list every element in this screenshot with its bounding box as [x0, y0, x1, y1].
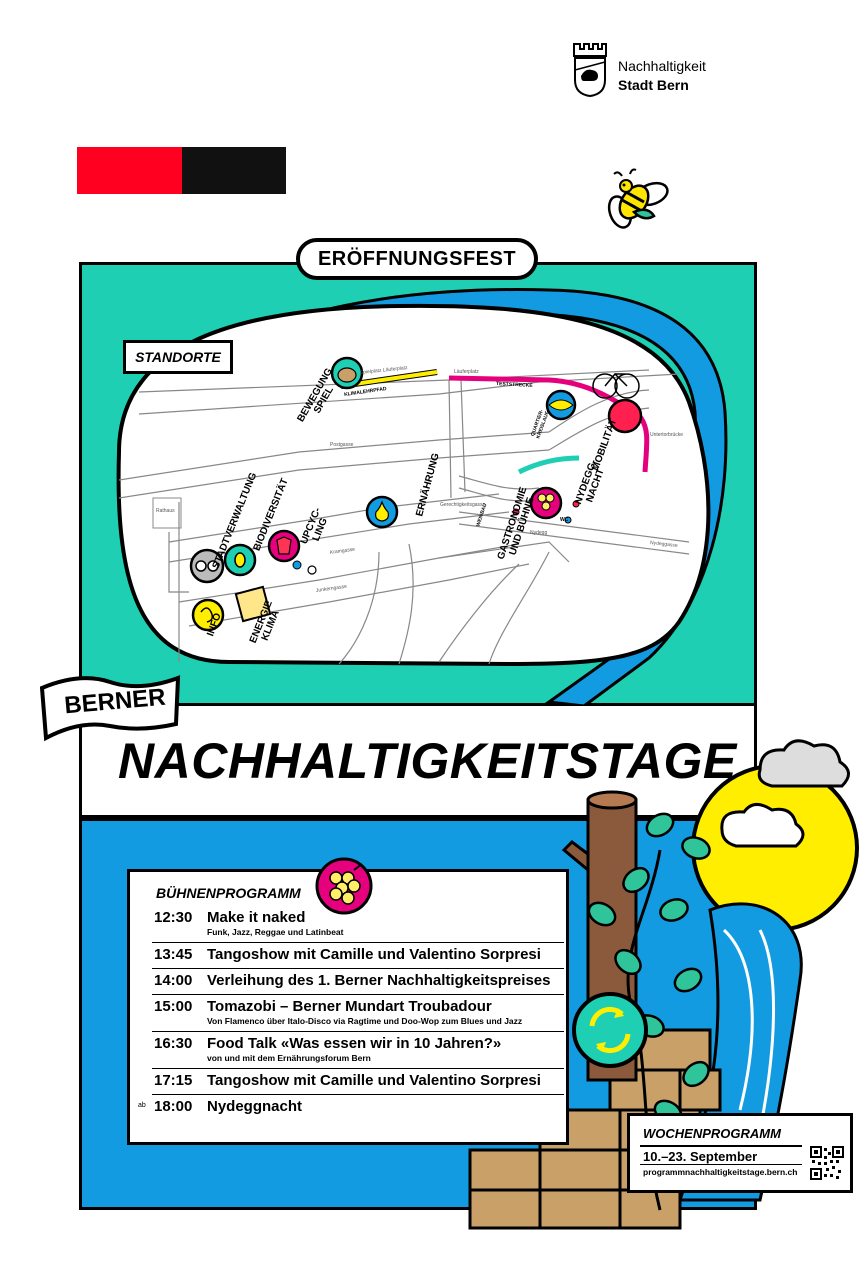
- program-row: 15:00 Tomazobi – Berner Mundart Troubadou…: [152, 994, 564, 1031]
- program-time: 14:00: [154, 972, 193, 989]
- program-title: Make it naked: [207, 909, 306, 926]
- street-label: Gerechtigkeitsgasse: [440, 502, 486, 508]
- berner-banner: [40, 675, 181, 742]
- street-label: Nydegg: [530, 530, 548, 536]
- program-subtitle: von und mit dem Ernährungsforum Bern: [207, 1053, 371, 1063]
- map-label-wc: WC: [560, 517, 569, 523]
- divider: [640, 1145, 802, 1147]
- program-time: 17:15: [154, 1072, 193, 1089]
- recycle-icon: [572, 992, 648, 1068]
- program-time: 16:30: [154, 1035, 193, 1052]
- program-subtitle: Funk, Jazz, Reggae und Latinbeat: [207, 927, 344, 937]
- bee-icon: [604, 168, 674, 245]
- bern-flag-red: [77, 147, 182, 194]
- org-name-line2: Stadt Bern: [618, 77, 689, 93]
- street-label: Rathaus: [156, 508, 175, 514]
- program-title: Tangoshow mit Camille und Valentino Sorp…: [207, 946, 541, 963]
- program-time: 15:00: [154, 998, 193, 1015]
- cloud-icon: [720, 803, 805, 848]
- program-title: Tomazobi – Berner Mundart Troubadour: [207, 998, 492, 1015]
- bern-bear-crest-icon: [572, 42, 608, 98]
- program-title: Verleihung des 1. Berner Nachhaltigkeits…: [207, 972, 551, 989]
- energy-box-icon: [234, 585, 272, 623]
- divider: [640, 1164, 802, 1165]
- street-label: Untertorbrücke: [650, 432, 684, 438]
- sun-icon: [691, 764, 859, 932]
- weekly-program-dates: 10.–23. September: [643, 1149, 758, 1164]
- mobility-icon: [607, 398, 643, 434]
- section-label-eroeffnungsfest: ERÖFFNUNGSFEST: [296, 238, 538, 280]
- program-row: 13:45 Tangoshow mit Camille und Valentino…: [152, 942, 564, 968]
- program-row: 16:30 Food Talk «Was essen wir in 10 Jahr…: [152, 1031, 564, 1068]
- org-name-line1: Nachhaltigkeit: [618, 58, 706, 74]
- street-label: Postgasse: [330, 442, 354, 448]
- standorte-label: STANDORTE: [123, 340, 233, 374]
- stage-program-heading: BÜHNENPROGRAMM: [156, 885, 301, 901]
- info-icon: [191, 598, 225, 632]
- program-time: 12:30: [154, 909, 193, 926]
- site-map: [116, 288, 728, 706]
- bern-flag-black: [182, 147, 286, 194]
- weekly-program-url[interactable]: programmnachhaltigkeitstage.bern.ch: [643, 1167, 798, 1177]
- street-label: Läuferplatz: [454, 369, 479, 375]
- program-subtitle: Von Flamenco über Italo-Disco via Ragtim…: [207, 1016, 523, 1026]
- title-band: [79, 706, 757, 818]
- program-row: 17:15 Tangoshow mit Camille und Valentino…: [152, 1068, 564, 1094]
- program-title: Tangoshow mit Camille und Valentino Sorp…: [207, 1072, 541, 1089]
- grapes-icon: [314, 856, 374, 921]
- main-title: NACHHALTIGKEITSTAGE: [118, 733, 737, 789]
- weekly-program-heading: WOCHENPROGRAMM: [643, 1126, 781, 1141]
- qr-code-icon[interactable]: [810, 1146, 844, 1180]
- program-title: Food Talk «Was essen wir in 10 Jahren?»: [207, 1035, 502, 1052]
- bicycle-icon: [592, 373, 618, 399]
- cloud-icon: [757, 739, 850, 788]
- ab-prefix: ab: [138, 1102, 146, 1109]
- glasses-icon: [189, 548, 225, 584]
- program-time: 13:45: [154, 946, 193, 963]
- program-row: 14:00 Verleihung des 1. Berner Nachhaltig…: [152, 968, 564, 994]
- map-label-teststrecke: TESTSTRECKE: [495, 381, 533, 389]
- program-row: ab 18:00 Nydeggnacht: [138, 1094, 564, 1120]
- program-title: Nydeggnacht: [207, 1098, 303, 1115]
- program-time: 18:00: [154, 1098, 193, 1115]
